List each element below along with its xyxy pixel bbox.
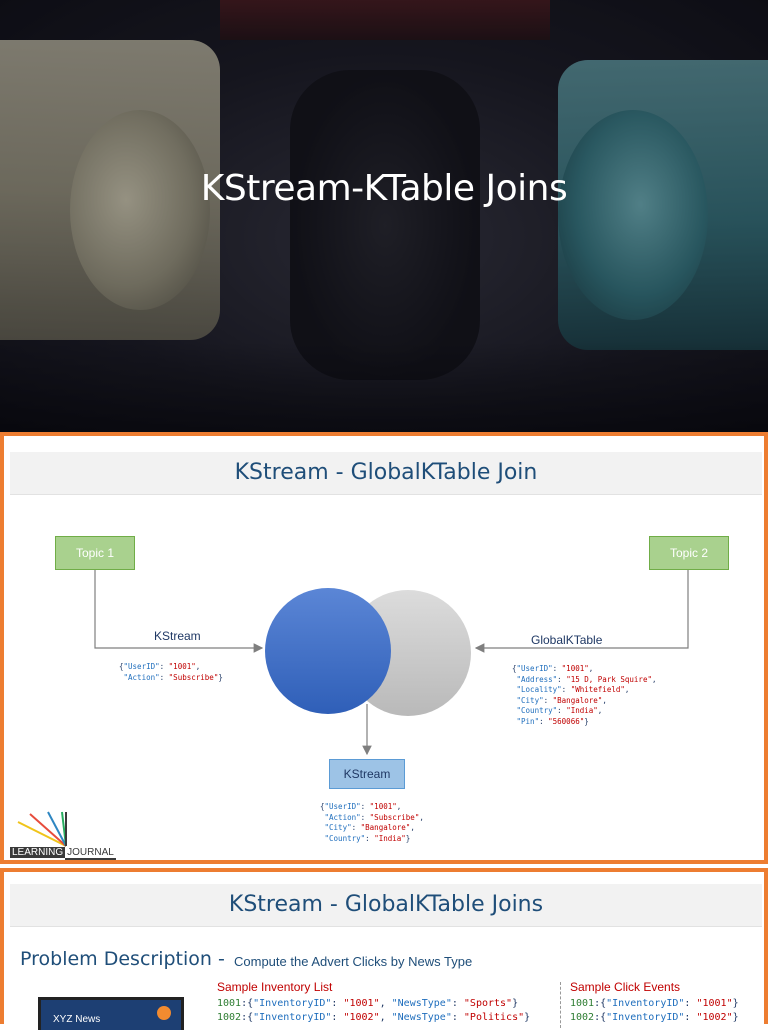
- record-key: "NewsType": [391, 998, 452, 1009]
- record-value: "Politics": [463, 1012, 525, 1023]
- record-key: "InventoryID": [606, 998, 685, 1009]
- background-decoration: [558, 110, 708, 320]
- record-value: "1001": [369, 802, 397, 811]
- record-key: "Action": [324, 812, 361, 822]
- globalktable-label: GlobalKTable: [531, 633, 603, 647]
- slide-problem-description: KStream - GlobalKTable Joins Problem Des…: [0, 868, 768, 1030]
- click-events-list: 1001:{"InventoryID": "1001"} 1002:{"Inve…: [570, 998, 739, 1023]
- problem-description: Compute the Advert Clicks by News Type: [234, 954, 473, 969]
- output-kstream-box: KStream: [329, 759, 405, 789]
- slide-globalktable-join: KStream - GlobalKTable Join: [0, 432, 768, 864]
- record-key: "City": [516, 695, 544, 705]
- column-separator: [560, 982, 561, 1028]
- background-overlay: [0, 0, 768, 432]
- table-connector: [474, 568, 689, 653]
- stream-connector: [94, 568, 264, 653]
- topic2-box: Topic 2: [649, 536, 729, 570]
- record-value: "India": [374, 833, 406, 843]
- record-value: "Bangalore": [360, 823, 411, 832]
- background-decoration: [70, 110, 210, 310]
- record-key: "Pin": [516, 716, 540, 726]
- record-value: "1001": [696, 998, 733, 1009]
- record-key: "NewsType": [391, 1012, 452, 1023]
- click-id: 1001: [570, 998, 595, 1009]
- join-diagram: [94, 568, 689, 756]
- record-value: "Subscribe": [369, 812, 420, 822]
- slide-body: KStream - GlobalKTable Joins Problem Des…: [4, 872, 764, 1030]
- venn-stream-circle: [265, 588, 391, 714]
- hero-title: KStream-KTable Joins: [200, 168, 568, 209]
- topic1-box: Topic 1: [55, 536, 135, 570]
- click-id: 1002: [570, 1012, 595, 1023]
- slide-body: KStream - GlobalKTable Join: [4, 436, 764, 860]
- record-key: "UserID": [516, 664, 553, 673]
- record-key: "Address": [516, 674, 558, 684]
- inventory-heading: Sample Inventory List: [217, 980, 333, 994]
- logo-word: LEARNING: [10, 847, 66, 858]
- record-value: "1001": [343, 998, 380, 1009]
- record-value: "Sports": [463, 998, 513, 1009]
- record-value: "1002": [696, 1012, 733, 1023]
- inventory-id: 1002: [217, 1012, 242, 1023]
- record-value: "Bangalore": [552, 695, 603, 705]
- record-value: "1001": [168, 662, 196, 671]
- record-value: "India": [566, 706, 598, 715]
- problem-title: Problem Description -: [20, 948, 225, 970]
- record-key: "InventoryID": [606, 1012, 685, 1023]
- thumbnail-text: XYZ News: [53, 1014, 101, 1025]
- logo-word: JOURNAL: [65, 847, 116, 860]
- record-key: "UserID": [324, 802, 361, 811]
- record-key: "Locality": [516, 685, 562, 694]
- learning-journal-logo-icon: [17, 811, 67, 847]
- stream-record: {"UserID": "1001", "Action": "Subscribe"…: [119, 662, 223, 682]
- record-value: "560066": [548, 716, 585, 726]
- slide-title: KStream - GlobalKTable Join: [10, 452, 762, 495]
- record-value: "Whitefield": [570, 685, 625, 694]
- record-value: "15 D, Park Squire": [566, 674, 652, 684]
- slide-title: KStream - GlobalKTable Joins: [10, 884, 762, 927]
- background-decoration: [0, 342, 768, 432]
- clicks-heading: Sample Click Events: [570, 980, 681, 994]
- record-key: "Country": [324, 833, 366, 843]
- table-record: {"UserID": "1001", "Address": "15 D, Par…: [512, 664, 657, 726]
- record-value: "1002": [343, 1012, 380, 1023]
- record-key: "InventoryID": [253, 1012, 332, 1023]
- inventory-id: 1001: [217, 998, 242, 1009]
- record-key: "UserID": [123, 662, 160, 671]
- record-key: "Action": [123, 672, 160, 682]
- output-record: {"UserID": "1001", "Action": "Subscribe"…: [320, 802, 424, 843]
- record-value: "Subscribe": [168, 672, 219, 682]
- record-key: "InventoryID": [253, 998, 332, 1009]
- record-value: "1001": [561, 664, 589, 673]
- background-decoration: [290, 70, 480, 380]
- background-decoration: [220, 0, 550, 40]
- inventory-list: 1001:{"InventoryID": "1001", "NewsType":…: [217, 998, 531, 1023]
- news-site-thumbnail: XYZ News: [38, 997, 184, 1030]
- thumbnail-logo-icon: [157, 1006, 171, 1020]
- kstream-label: KStream: [154, 629, 201, 643]
- hero-slide: KStream-KTable Joins: [0, 0, 768, 432]
- record-key: "Country": [516, 706, 558, 715]
- record-key: "City": [324, 823, 352, 832]
